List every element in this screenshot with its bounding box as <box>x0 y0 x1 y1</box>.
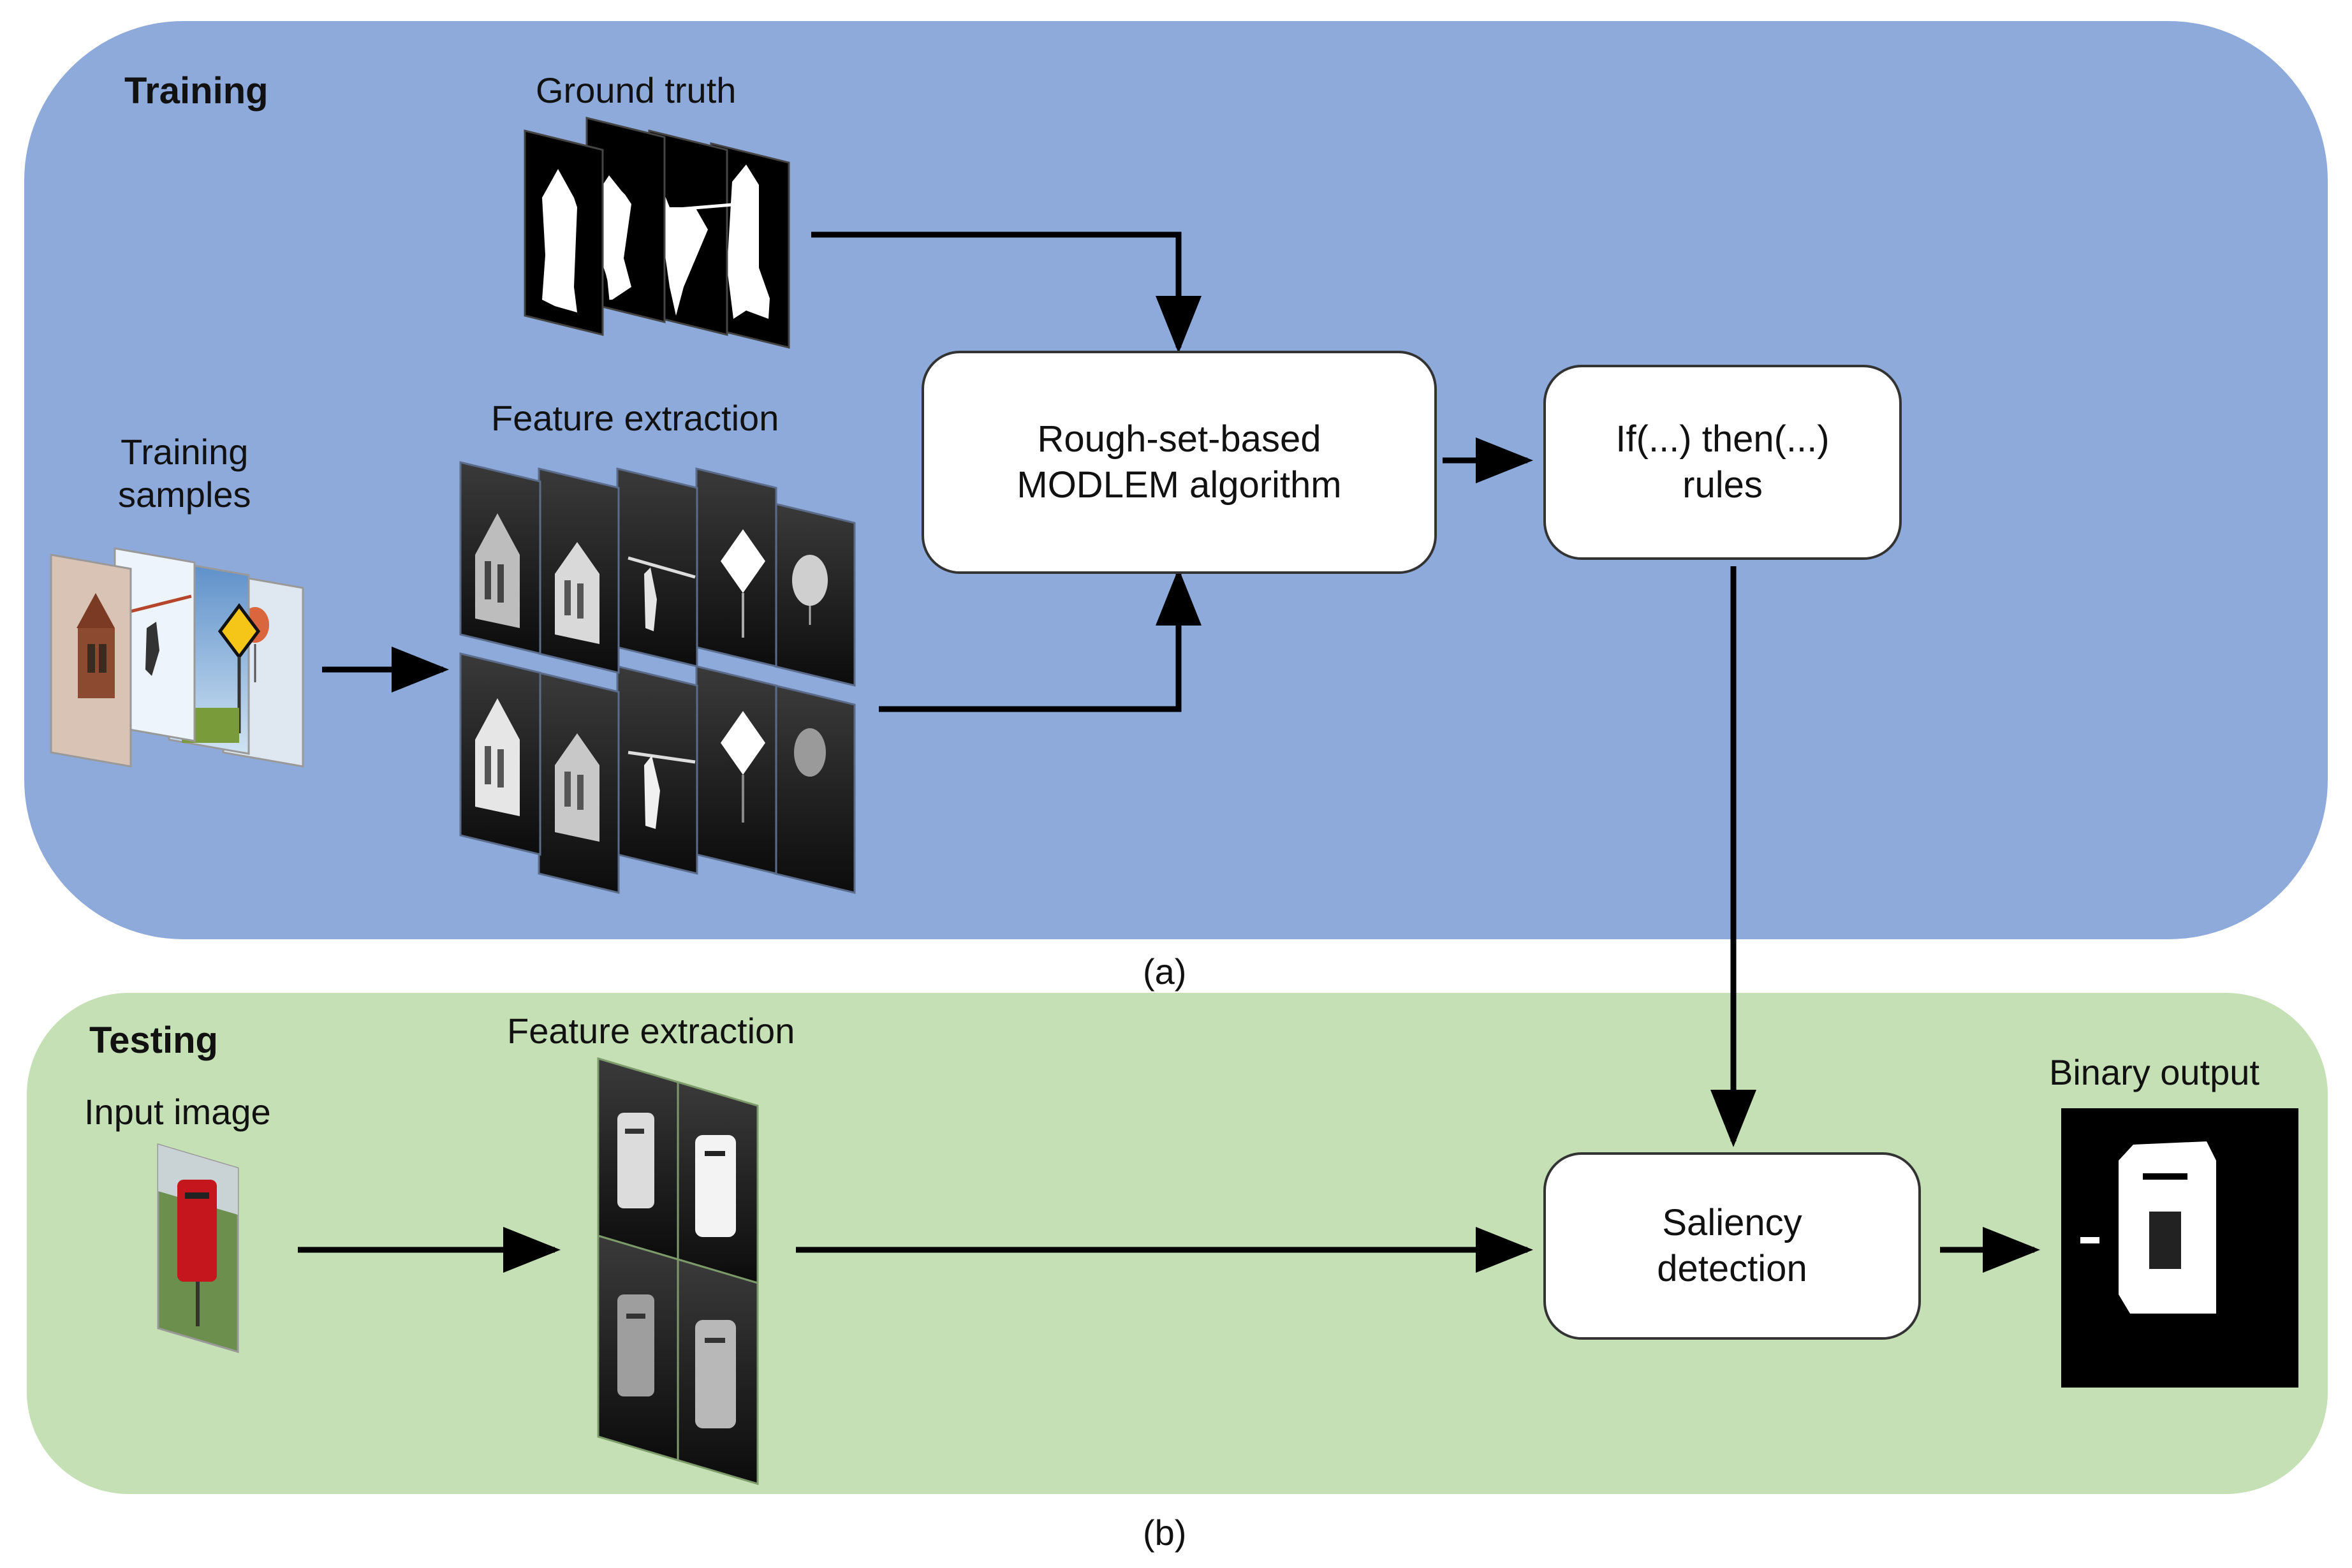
training-feature-stack <box>459 461 856 894</box>
input-image-label: Input image <box>84 1092 271 1132</box>
testing-panel <box>27 993 2328 1494</box>
input-image <box>157 1143 239 1354</box>
rules-box: If(...) then(...)rules <box>1543 365 1902 560</box>
testing-title: Testing <box>89 1020 218 1061</box>
testing-feature-label: Feature extraction <box>507 1011 795 1051</box>
binary-output-label: Binary output <box>2049 1052 2260 1092</box>
modlem-line1: Rough-set-based <box>1037 418 1321 460</box>
arrow-gt-to-modlem <box>811 231 1202 353</box>
modlem-line2: MODLEM algorithm <box>1017 464 1342 506</box>
ground-truth-label: Ground truth <box>536 70 737 110</box>
caption-a: (a) <box>1143 951 1187 992</box>
training-samples-stack <box>50 547 304 768</box>
saliency-line2: detection <box>1657 1248 1807 1289</box>
rules-line1: If(...) then(...) <box>1615 418 1830 460</box>
testing-feature-stack <box>597 1057 759 1486</box>
training-title: Training <box>124 70 268 112</box>
arrow-features-to-modlem <box>879 568 1202 712</box>
rules-line2: rules <box>1682 464 1763 506</box>
saliency-box: Saliency detection <box>1543 1152 1921 1340</box>
saliency-line1: Saliency <box>1662 1201 1802 1243</box>
caption-b: (b) <box>1143 1513 1187 1553</box>
training-samples-label: Training samples <box>118 430 251 516</box>
ground-truth-stack <box>524 117 790 349</box>
binary-output-image <box>2061 1108 2298 1388</box>
training-samples-line2: samples <box>118 474 251 515</box>
training-feature-label: Feature extraction <box>491 398 779 438</box>
training-samples-line1: Training <box>121 432 249 472</box>
